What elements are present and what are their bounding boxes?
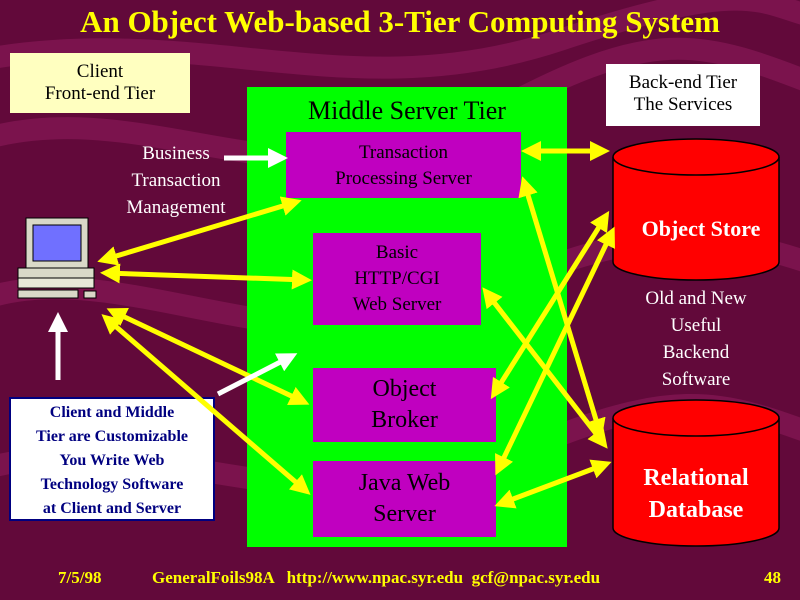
client-tier-line2: Front-end Tier	[44, 83, 156, 104]
java-line1: Java Web	[358, 470, 451, 496]
relational-line2: Database	[648, 497, 744, 523]
object-store-cylinder	[612, 138, 780, 281]
old-new-software-label: Old and New Useful Backend Software	[618, 285, 774, 393]
middle-tier-title: Middle Server Tier	[308, 96, 506, 125]
custom-line5: at Client and Server	[42, 500, 182, 517]
broker-line2: Broker	[371, 407, 438, 433]
relational-line1: Relational	[643, 465, 749, 491]
computer-icon	[17, 217, 97, 299]
old-new-line2: Useful	[670, 315, 722, 336]
java-line2: Server	[373, 501, 436, 527]
footer-page-number: 48	[764, 568, 781, 587]
tps-line1: Transaction	[358, 142, 449, 163]
footer-date: 7/5/98	[58, 568, 102, 587]
footer-center: GeneralFoils98A http://www.npac.syr.edu …	[152, 568, 601, 587]
client-tier-label: Client Front-end Tier	[10, 53, 190, 113]
client-tier-line1: Client	[76, 61, 124, 82]
relational-database-label: Relational Database	[613, 462, 779, 526]
business-line3: Management	[126, 197, 226, 218]
old-new-line1: Old and New	[645, 288, 747, 309]
http-line1: Basic	[375, 242, 419, 263]
custom-line4: Technology Software	[40, 476, 184, 493]
custom-line1: Client and Middle	[49, 404, 175, 421]
slide-title: An Object Web-based 3-Tier Computing Sys…	[80, 4, 720, 39]
backend-tier-label: Back-end Tier The Services	[606, 64, 760, 126]
custom-line2: Tier are Customizable	[36, 428, 188, 445]
customizable-note: Client and Middle Tier are Customizable …	[9, 397, 215, 521]
object-broker: Object Broker	[313, 368, 496, 442]
tps-line2: Processing Server	[335, 168, 472, 189]
http-line2: HTTP/CGI	[354, 268, 440, 289]
business-transaction-label: Business Transaction Management	[108, 140, 244, 221]
transaction-processing-server: Transaction Processing Server	[286, 132, 521, 198]
java-web-server: Java Web Server	[313, 461, 496, 537]
business-line2: Transaction	[131, 170, 221, 191]
backend-tier-line1: Back-end Tier	[628, 72, 738, 93]
old-new-line3: Backend	[662, 342, 730, 363]
business-line1: Business	[142, 143, 210, 164]
object-store-label: Object Store	[641, 216, 761, 241]
http-line3: Web Server	[352, 294, 442, 315]
http-cgi-web-server: Basic HTTP/CGI Web Server	[313, 233, 481, 325]
broker-line1: Object	[372, 376, 437, 402]
custom-line3: You Write Web	[59, 452, 165, 469]
backend-tier-line2: The Services	[633, 94, 733, 115]
old-new-line4: Software	[661, 369, 731, 390]
relational-database-cylinder	[612, 399, 780, 547]
